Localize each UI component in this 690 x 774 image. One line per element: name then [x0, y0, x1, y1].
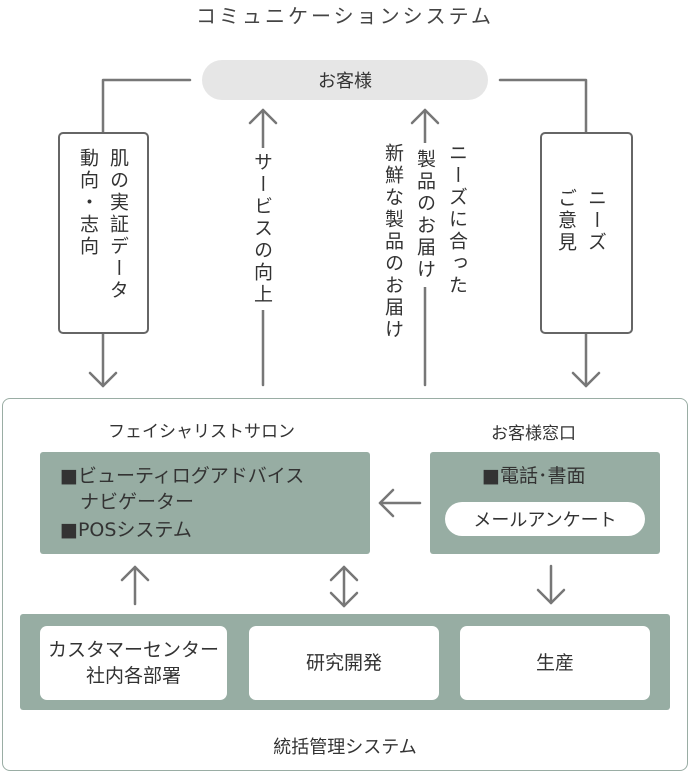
diagram-title: コミュニケーションシステム	[196, 4, 494, 28]
navigator-text: ナビゲーター	[80, 491, 195, 513]
salon-label: フェイシャリストサロン	[108, 422, 295, 442]
beauty-log-item: ■ビューティログアドバイス	[60, 465, 305, 487]
customer-pill: お客様	[202, 60, 488, 100]
mail-survey-pill: メールアンケート	[445, 502, 645, 536]
service-up-arrowhead	[248, 108, 278, 125]
service-up-text: サービスの向上	[249, 148, 275, 310]
trend-text: 動向・志向	[77, 148, 99, 258]
opinion-text: ご意見	[555, 188, 577, 254]
product-up-arrowhead	[410, 108, 440, 125]
product-delivery-text: 製品のお届け	[412, 143, 438, 287]
left-bracket-line	[101, 78, 192, 134]
right-bracket-line	[498, 78, 588, 134]
skin-data-box: 肌の実証データ 動向・志向	[58, 132, 149, 334]
window-box: ■電話･書面 メールアンケート	[430, 452, 660, 554]
customer-center-box: カスタマーセンター 社内各部署	[40, 626, 227, 700]
customer-center-text: カスタマーセンター	[47, 639, 219, 661]
needs-match-text: ニーズに合った	[446, 143, 468, 297]
right-down-arrowhead	[571, 371, 601, 388]
needs-box: ニーズ ご意見	[540, 132, 633, 334]
needs-text: ニーズ	[585, 188, 607, 254]
rnd-box: 研究開発	[249, 626, 439, 700]
salon-box: ■ビューティログアドバイス ナビゲーター ■POSシステム	[40, 452, 370, 554]
skin-data-text: 肌の実証データ	[107, 148, 129, 302]
departments-text: 社内各部署	[85, 665, 181, 687]
phone-letter-item: ■電話･書面	[482, 465, 586, 487]
management-label: 統括管理システム	[273, 737, 417, 758]
production-box: 生産	[460, 626, 650, 700]
left-down-arrowhead	[88, 371, 118, 388]
fresh-product-text: 新鮮な製品のお届け	[382, 143, 404, 341]
management-bar: カスタマーセンター 社内各部署 研究開発 生産	[20, 614, 670, 710]
pos-system-item: ■POSシステム	[60, 519, 192, 541]
window-label: お客様窓口	[491, 424, 576, 444]
